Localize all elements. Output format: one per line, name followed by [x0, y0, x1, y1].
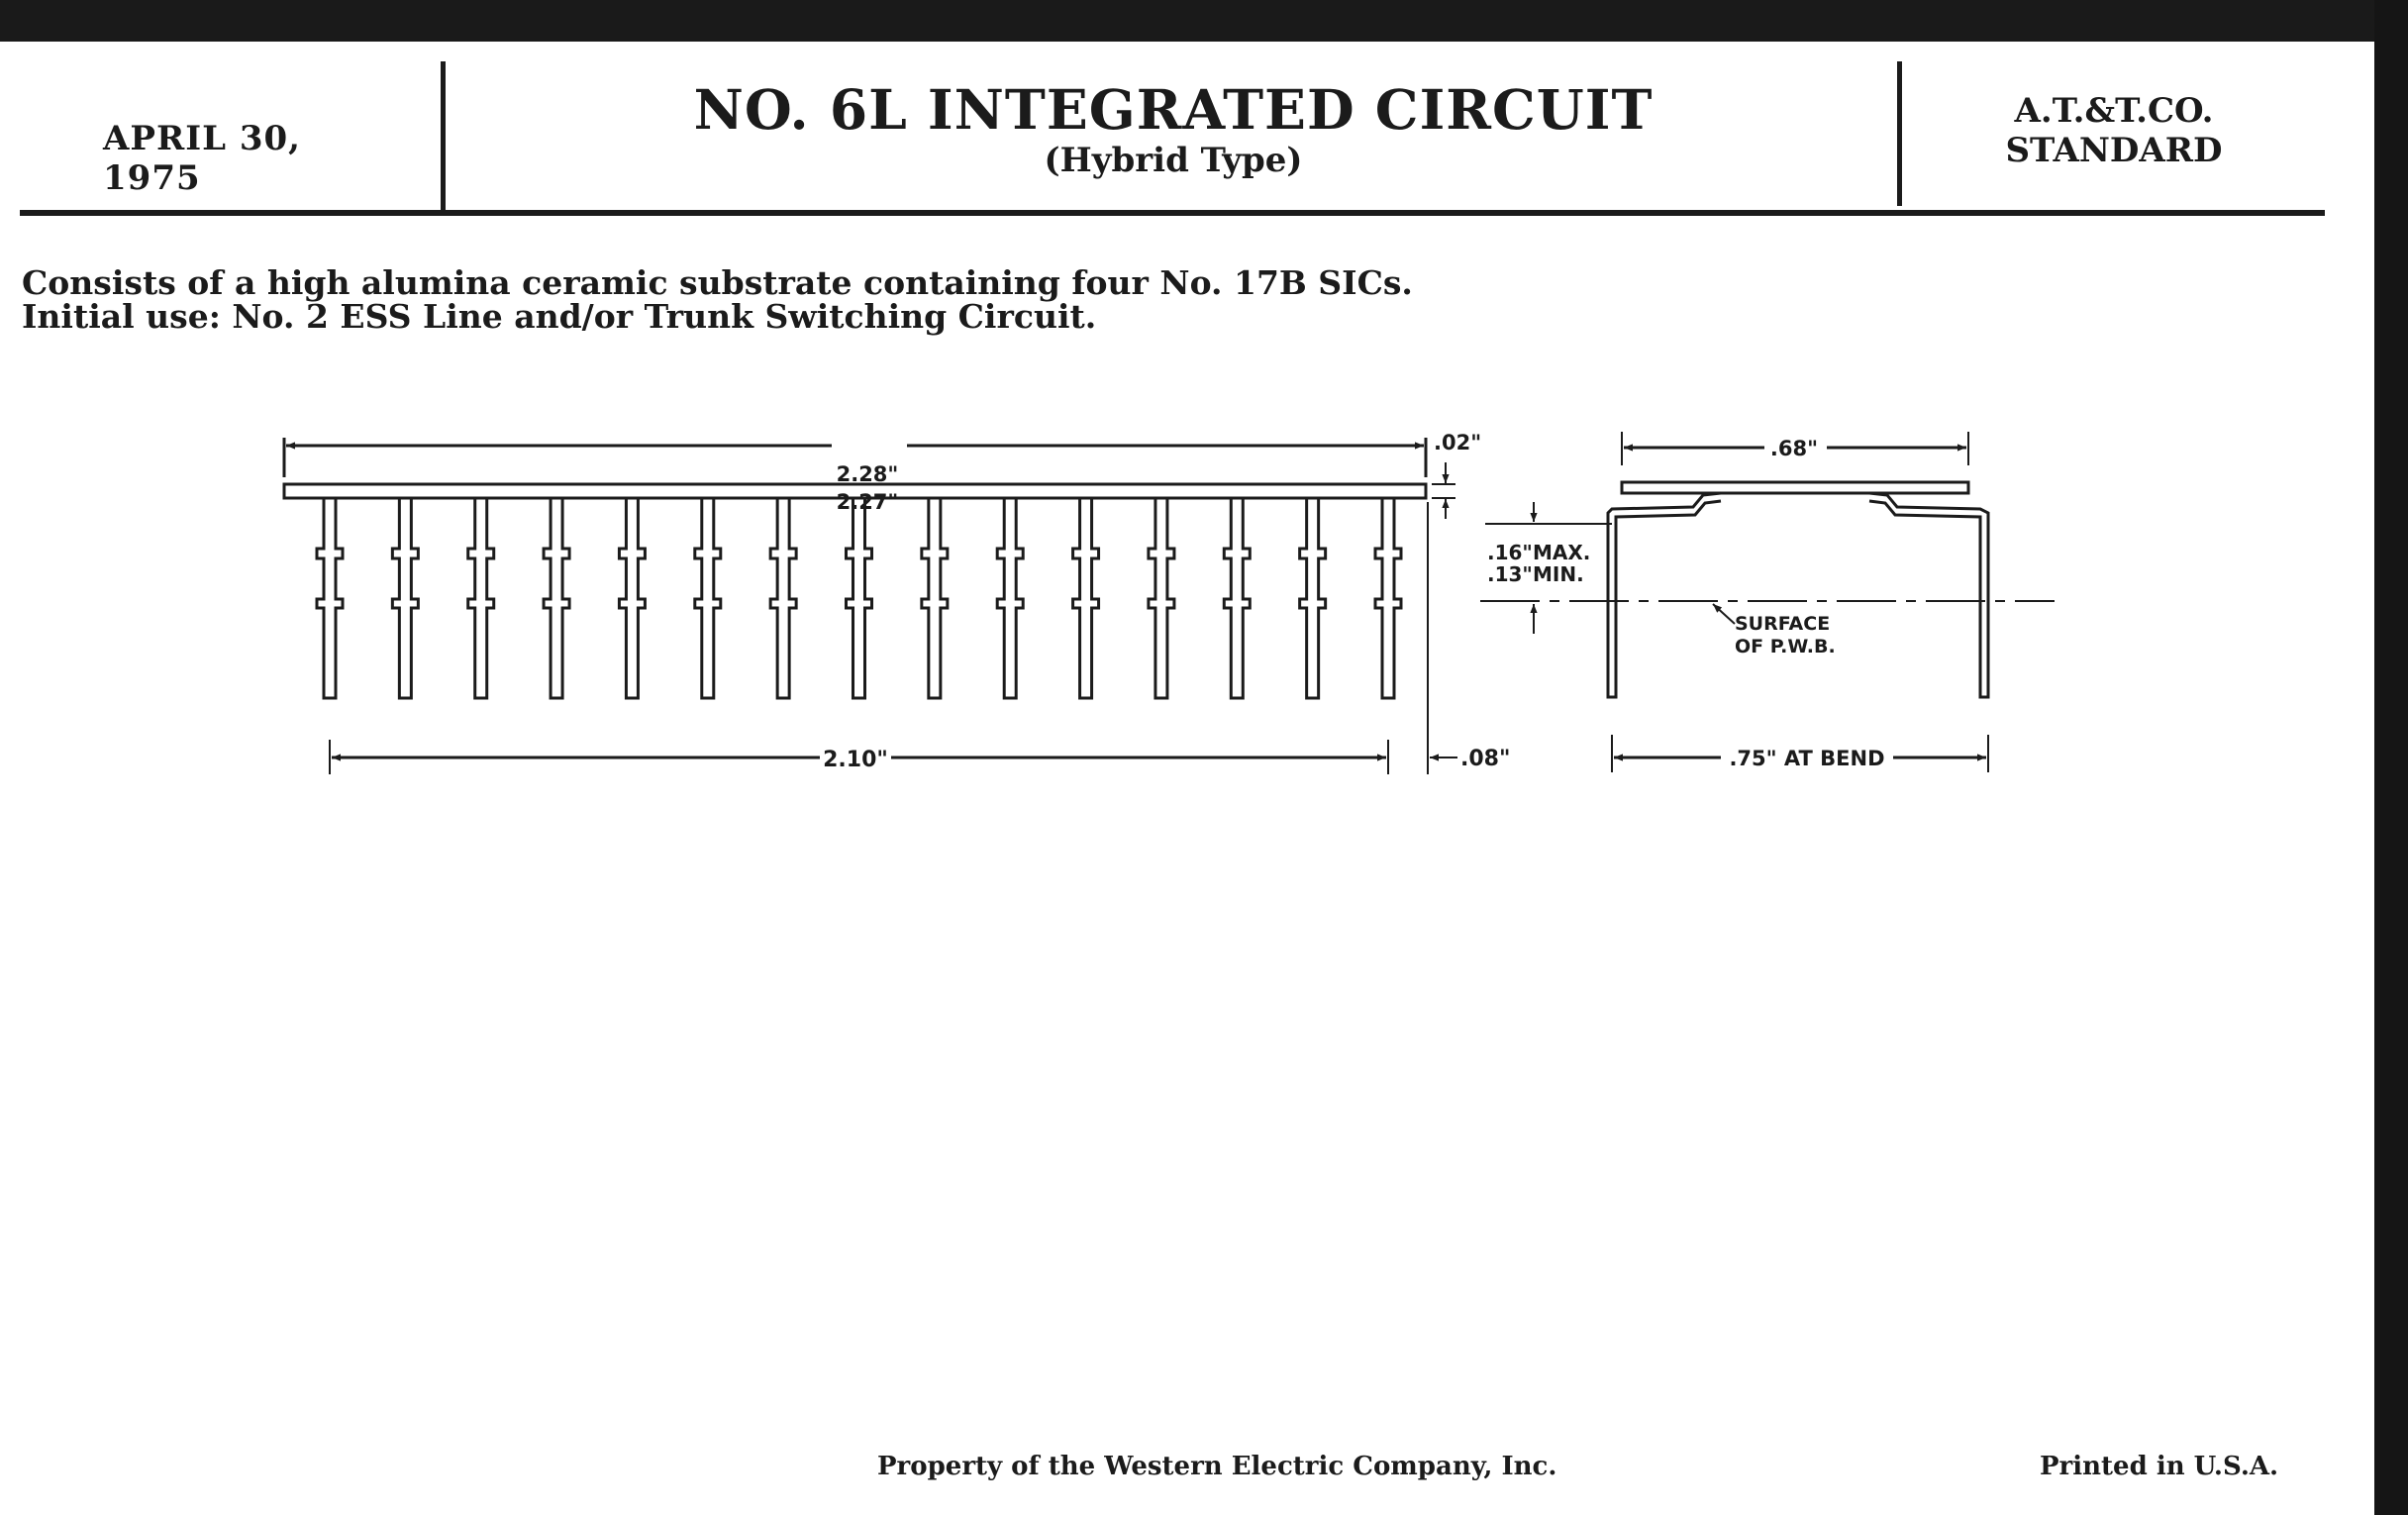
pin [315, 498, 345, 700]
surface-leader [1712, 603, 1736, 625]
front-view [282, 438, 1457, 774]
standard-line-2: STANDARD [2005, 131, 2223, 170]
pin [920, 498, 950, 700]
page-subtitle: (Hybrid Type) [1044, 141, 1303, 180]
pin [995, 498, 1025, 700]
scan-edge [2374, 0, 2408, 1515]
pin [845, 498, 873, 700]
width-label: .68" [1770, 437, 1818, 460]
header-divider-left [441, 61, 446, 210]
pin [1071, 498, 1101, 700]
dimension-drawing: 2.28" 2.27" .02" 2.10" .08" [282, 431, 2055, 774]
pin [1298, 498, 1328, 700]
standoff-max-label: MAX. [1533, 541, 1590, 564]
thickness-label: .02" [1434, 431, 1481, 454]
spec-sheet: APRIL 30, 1975 NO. 6L INTEGRATED CIRCUIT… [0, 42, 2374, 1515]
pin [1147, 498, 1176, 700]
standoff-min-value: .13" [1487, 562, 1533, 586]
length-max-label: 2.28" [837, 462, 899, 486]
standoff-min-label: MIN. [1533, 562, 1584, 586]
end-offset-label: .08" [1460, 747, 1510, 771]
header-date: APRIL 30, 1975 [103, 119, 302, 198]
standard-line-1: A.T.&T.CO. [2014, 91, 2214, 131]
pin [466, 498, 496, 700]
surface-label-1: SURFACE [1735, 613, 1830, 635]
lead-left [1606, 491, 1722, 699]
header-divider-right [1897, 61, 1902, 206]
pin [1222, 498, 1252, 700]
surface-label-2: OF P.W.B. [1735, 636, 1836, 657]
pin [390, 498, 420, 700]
header-rule [20, 210, 2325, 216]
pin [617, 498, 647, 700]
substrate-side [1620, 480, 1970, 495]
length-min-label: 2.27" [837, 490, 899, 514]
pin [693, 498, 723, 700]
ceramic-substrate [282, 482, 1428, 500]
side-view [1480, 432, 2055, 772]
pin [768, 498, 798, 700]
page-title: NO. 6L INTEGRATED CIRCUIT [693, 77, 1654, 142]
footer-property: Property of the Western Electric Company… [877, 1452, 1557, 1481]
pins [315, 498, 1403, 700]
pin [542, 498, 571, 700]
standoff-max-value: .16" [1487, 541, 1533, 564]
description-line-2: Initial use: No. 2 ESS Line and/or Trunk… [22, 297, 1097, 336]
pin-span-label: 2.10" [823, 748, 888, 772]
description-line-1: Consists of a high alumina ceramic subst… [22, 263, 1413, 302]
lead-right [1868, 491, 1990, 699]
bend-width-label: .75" AT BEND [1729, 747, 1884, 770]
footer-printed: Printed in U.S.A. [2040, 1452, 2279, 1481]
pin [1373, 498, 1403, 700]
